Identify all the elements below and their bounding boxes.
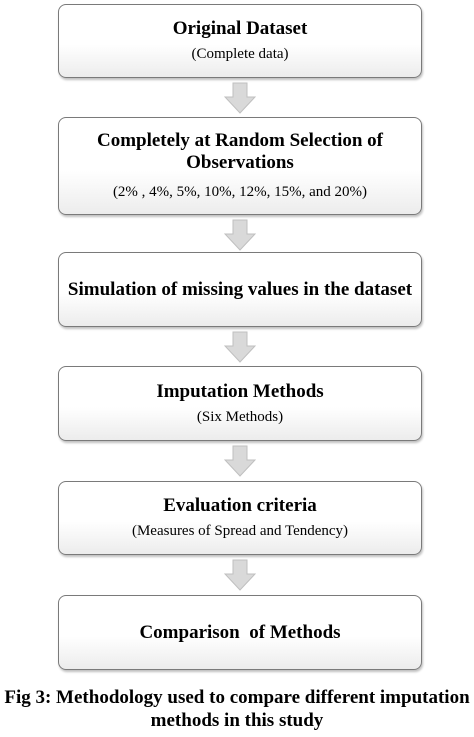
- down-arrow-icon: [224, 331, 256, 363]
- step-simulation-missing-values: Simulation of missing values in the data…: [58, 252, 422, 327]
- down-arrow-icon: [224, 559, 256, 591]
- step-subtitle: (Complete data): [191, 46, 289, 62]
- step-subtitle: (2% , 4%, 5%, 10%, 12%, 15%, and 20%): [112, 184, 368, 200]
- down-arrow-icon: [224, 219, 256, 251]
- step-imputation-methods: Imputation Methods (Six Methods): [58, 366, 422, 441]
- step-evaluation-criteria: Evaluation criteria (Measures of Spread …: [58, 481, 422, 555]
- step-comparison-of-methods: Comparison of Methods: [58, 595, 422, 670]
- step-title: Original Dataset: [172, 18, 308, 39]
- down-arrow-icon: [224, 82, 256, 114]
- step-subtitle: (Measures of Spread and Tendency): [131, 523, 349, 539]
- step-random-selection: Completely at Random Selection of Observ…: [58, 117, 422, 215]
- step-title: Simulation of missing values in the data…: [67, 278, 413, 300]
- step-title: Completely at Random Selection of Observ…: [96, 130, 384, 173]
- step-title: Comparison of Methods: [139, 621, 341, 643]
- step-original-dataset: Original Dataset (Complete data): [58, 4, 422, 78]
- figure-caption-line-2: methods in this study: [150, 710, 324, 731]
- figure-caption-line-1: Fig 3: Methodology used to compare diffe…: [4, 687, 470, 708]
- step-subtitle: (Six Methods): [196, 408, 284, 425]
- step-title: Imputation Methods: [156, 380, 324, 402]
- step-title: Evaluation criteria: [163, 495, 317, 516]
- down-arrow-icon: [224, 445, 256, 477]
